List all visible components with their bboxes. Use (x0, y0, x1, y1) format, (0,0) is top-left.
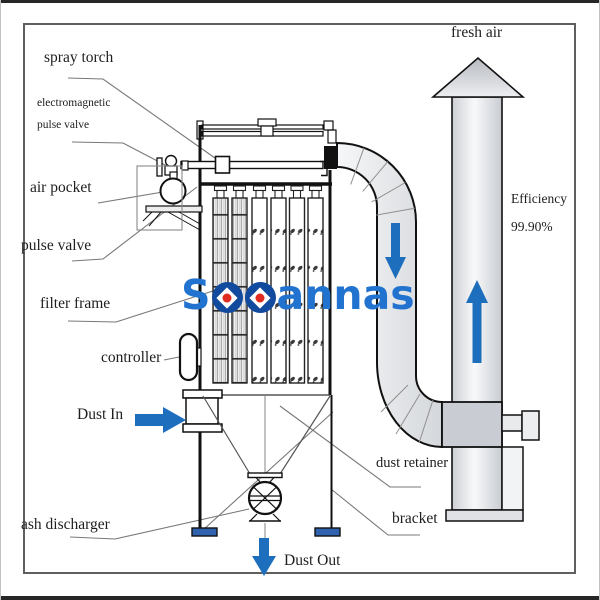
duct-chimney-connector (441, 401, 503, 448)
label-filter-frame: filter frame (40, 295, 111, 312)
right-foot-plate (314, 527, 341, 537)
label-spray-torch: spray torch (44, 49, 114, 66)
label-efficiency: Efficiency (511, 191, 567, 206)
dust-out-arrow-icon (252, 538, 276, 576)
duct-flow-down-arrow-icon (385, 223, 406, 279)
hopper (202, 395, 331, 560)
cover-end-clips (196, 120, 337, 144)
dust-in-arrow-icon (135, 407, 186, 433)
chimney-cap (430, 56, 526, 98)
filter-bag (307, 197, 324, 384)
spray-pipe (180, 155, 328, 177)
chimney-flow-up-arrow-icon (466, 280, 488, 363)
label-air-pocket: air pocket (30, 179, 92, 196)
watermark-text-end: annas (276, 271, 415, 319)
controller-unit (178, 332, 202, 382)
label-dust-in: Dust In (77, 406, 124, 423)
label-fresh-air: fresh air (451, 24, 503, 41)
baghouse-housing (196, 118, 337, 528)
valve-bracket-frame (136, 165, 183, 231)
label-dust-retainer: dust retainer (376, 455, 449, 471)
filter-bag (288, 197, 306, 384)
diagram-frame (23, 23, 576, 574)
label-pulse-valve: pulse valve (21, 237, 92, 254)
bag-necks (213, 185, 323, 200)
watermark-text-start: S (181, 271, 211, 319)
outlet-flange (324, 146, 337, 169)
support-shelf (142, 205, 203, 231)
label-electromagnetic: electromagnetic (37, 97, 111, 109)
outer-border-left (0, 0, 1, 600)
cover-latch (257, 118, 277, 137)
pulse-valve-assembly (156, 154, 189, 181)
logo-o-icon (244, 282, 276, 313)
outer-border-bottom (0, 596, 600, 600)
outlet-elbow-duct (336, 141, 443, 449)
pipe-fitting (214, 155, 231, 174)
outer-border-top (0, 0, 600, 3)
inlet-duct (182, 389, 223, 433)
side-fan-box (501, 410, 540, 511)
leader-lines (67, 77, 421, 540)
logo-o-icon (211, 282, 243, 313)
label-electromagnetic-pulse-valve: pulse valve (37, 119, 90, 131)
label-dust-out: Dust Out (284, 552, 341, 569)
label-controller: controller (101, 349, 162, 366)
label-bracket: bracket (392, 510, 438, 527)
left-foot-plate (191, 527, 218, 537)
air-pocket-tank (159, 177, 187, 205)
label-efficiency-value: 99.90% (511, 219, 553, 234)
rotary-valve (247, 472, 283, 522)
label-ash-discharger: ash discharger (21, 516, 110, 533)
chimney-base-plate (445, 509, 524, 522)
